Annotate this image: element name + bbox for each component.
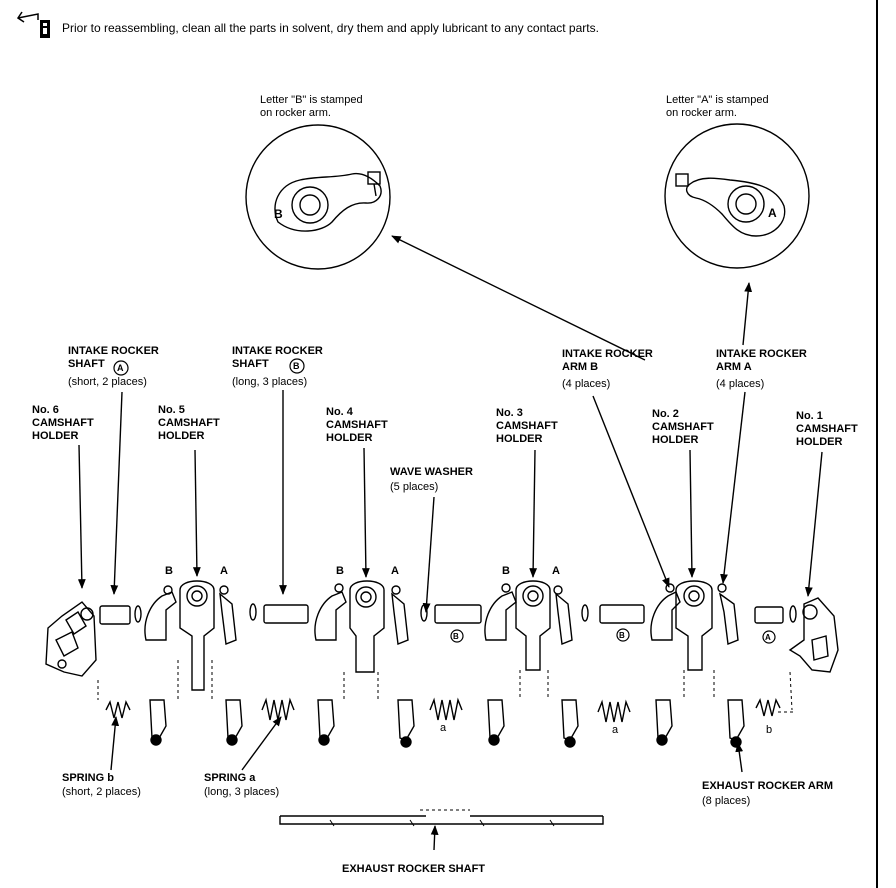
intake-shaft-a-right — [754, 606, 784, 624]
spring-b-note: (short, 2 places) — [62, 786, 141, 798]
exhaust-rocker-shaft — [279, 815, 604, 827]
arm-a-stamp-note: Letter "A" is stamped on rocker arm. — [666, 94, 769, 119]
exploded-view-drawing — [45, 123, 839, 851]
arm-a-detail-arrow — [742, 282, 753, 346]
intake-shaft-b-note: (long, 3 places) — [232, 376, 308, 388]
no6-holder-label: No. 6 CAMSHAFT HOLDER — [32, 404, 94, 442]
marker-a-2: A — [391, 565, 399, 577]
no5-holder-label: No. 5 CAMSHAFT HOLDER — [158, 404, 220, 442]
no3-rocker-group — [484, 580, 573, 671]
intake-shaft-a-left — [99, 605, 131, 625]
intake-shaft-b-3 — [599, 604, 645, 624]
wave-washer-label: WAVE WASHER — [390, 466, 473, 478]
arm-b-detail-arrow — [391, 235, 646, 361]
spring-a-label: SPRING a — [204, 772, 256, 784]
spring-b-left — [105, 699, 131, 719]
note-icon — [16, 11, 50, 38]
spring-a-2 — [429, 697, 463, 721]
intake-shaft-b-2 — [434, 604, 482, 624]
no1-camshaft-holder — [788, 597, 839, 673]
no3-holder-label: No. 3 CAMSHAFT HOLDER — [496, 407, 558, 445]
exhaust-rocker-arms — [149, 699, 745, 748]
spring-b-right — [755, 697, 781, 717]
spring-marker-a-2: a — [612, 724, 619, 736]
no2-holder-label: No. 2 CAMSHAFT HOLDER — [652, 408, 714, 446]
rocker-arm-a-detail — [664, 123, 810, 269]
no6-camshaft-holder — [45, 601, 97, 677]
exhaust-shaft-label: EXHAUST ROCKER SHAFT — [342, 863, 486, 875]
exhaust-arm-note: (8 places) — [702, 795, 751, 807]
spring-a-1 — [261, 697, 295, 721]
page-border-right — [876, 0, 878, 888]
no4-rocker-group — [314, 580, 409, 673]
intake-arm-a-label: INTAKE ROCKER ARM A — [716, 348, 807, 373]
intake-shaft-a-note: (short, 2 places) — [68, 376, 147, 388]
wave-washers — [134, 603, 797, 623]
marker-a-1: A — [220, 565, 228, 577]
intake-shaft-a-label: INTAKE ROCKER SHAFT — [68, 345, 159, 370]
no1-holder-label: No. 1 CAMSHAFT HOLDER — [796, 410, 858, 448]
intake-shaft-a-mark: A — [117, 363, 124, 373]
arm-b-stamp-note: Letter "B" is stamped on rocker arm. — [260, 94, 363, 119]
shaft-marks — [113, 358, 776, 644]
intake-shaft-b-1 — [263, 604, 309, 624]
no4-holder-label: No. 4 CAMSHAFT HOLDER — [326, 406, 388, 444]
detail-letter-a: A — [768, 206, 777, 220]
marker-b-1: B — [165, 565, 173, 577]
marker-b-2: B — [336, 565, 344, 577]
spring-a-note: (long, 3 places) — [204, 786, 280, 798]
no5-rocker-group — [144, 580, 237, 691]
marker-a-3: A — [552, 565, 560, 577]
intake-arm-b-note: (4 places) — [562, 378, 611, 390]
no2-rocker-group — [650, 580, 739, 671]
shaft-mark-a: A — [765, 633, 771, 642]
spring-marker-a-1: a — [440, 722, 447, 734]
intake-shaft-b-mark: B — [293, 361, 300, 371]
reassembly-note: Prior to reassembling, clean all the par… — [62, 21, 599, 35]
intake-shaft-b-label: INTAKE ROCKER SHAFT — [232, 345, 323, 370]
rocker-arm-b-detail — [245, 124, 391, 270]
wave-washer-note: (5 places) — [390, 481, 439, 493]
shaft-mark-b-2: B — [619, 631, 625, 640]
spring-a-3 — [597, 699, 631, 723]
intake-arm-b-label: INTAKE ROCKER ARM B — [562, 348, 653, 373]
exhaust-arm-label: EXHAUST ROCKER ARM — [702, 780, 833, 792]
spring-b-label: SPRING b — [62, 772, 114, 784]
spring-marker-b: b — [766, 724, 773, 736]
intake-arm-a-note: (4 places) — [716, 378, 765, 390]
detail-letter-b: B — [274, 207, 283, 221]
shaft-mark-b-1: B — [453, 632, 459, 641]
marker-b-3: B — [502, 565, 510, 577]
